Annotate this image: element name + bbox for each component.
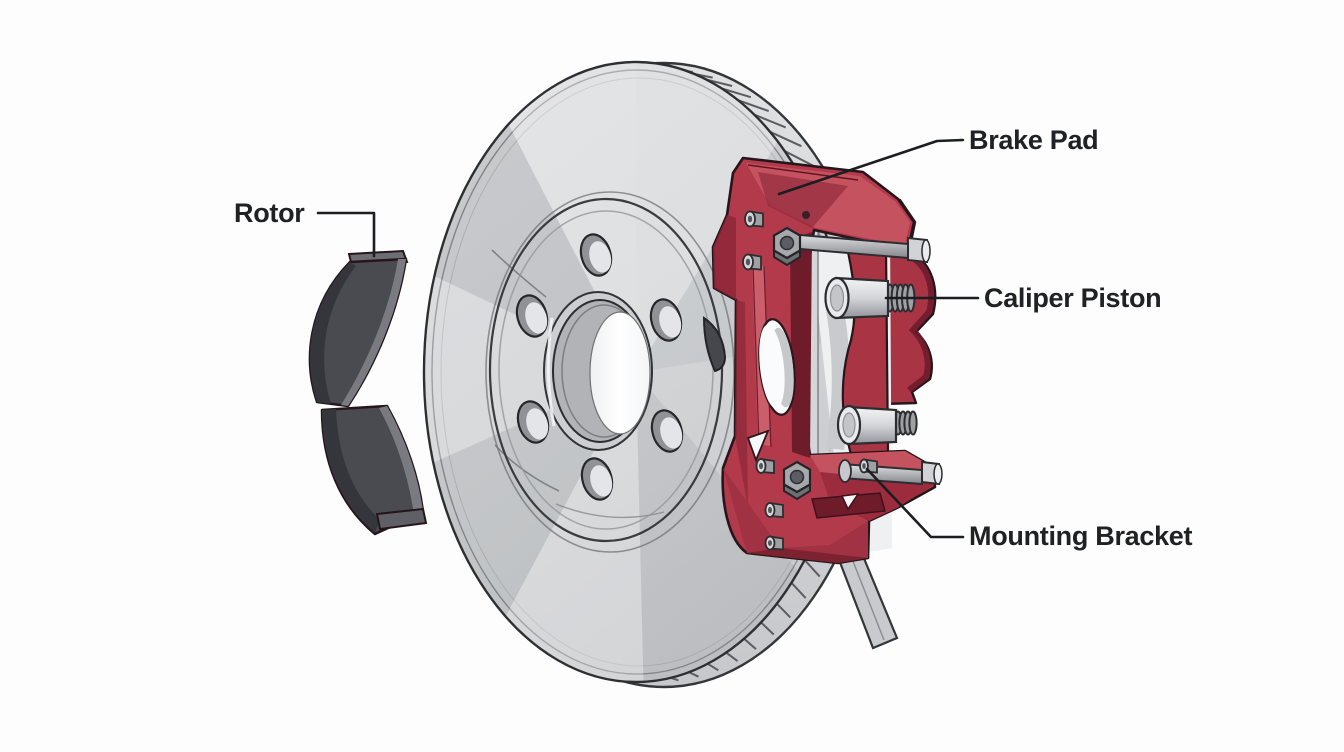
lug-hole [580, 457, 614, 501]
caliper-inner-wall [790, 232, 812, 458]
face-wedge [636, 63, 778, 372]
caliper-bottom-tip-shadow [747, 548, 868, 563]
bracket-arm-line [848, 550, 885, 641]
lug-hole [515, 294, 549, 338]
hex-bolt-upper [772, 226, 802, 267]
socket-bolt [755, 457, 775, 474]
caliper-top-hole [802, 211, 810, 219]
socket-bolt [764, 501, 784, 518]
caliper-left-bevel [735, 300, 748, 508]
lug-hole [649, 298, 683, 342]
lug-hole [516, 400, 550, 444]
lug-hole [650, 409, 684, 453]
spring-coil [908, 410, 918, 436]
label-rotor: Rotor [234, 198, 305, 228]
caliper-window [758, 318, 796, 416]
rotor-machining-arc [494, 444, 560, 492]
pad-backing-edge [341, 259, 406, 406]
pad-backing-edge [379, 406, 423, 515]
label-caliper-piston: Caliper Piston [984, 283, 1162, 313]
pad-bottom-tab [375, 507, 428, 531]
caliper-slot-notch [840, 493, 860, 511]
center-bore [543, 291, 653, 451]
socket-bolt [742, 253, 762, 271]
inboard-pad-edge [702, 316, 727, 373]
caliper-piston-lower [836, 404, 918, 446]
brake-pad-lower [320, 404, 428, 536]
bore-highlight [546, 317, 556, 427]
hub-hat-groove [498, 210, 714, 530]
socket-bolt [764, 535, 784, 551]
caliper-notch [746, 429, 770, 463]
label-brake-pad: Brake Pad [969, 125, 1099, 155]
leader-line-rotor [316, 211, 376, 258]
socket-bolt [744, 210, 764, 228]
plate-edge-shadow [904, 251, 935, 393]
brake-pad-set [308, 249, 428, 536]
leader-line-mounting-bracket [865, 467, 965, 539]
caliper-bottom-face [723, 468, 868, 563]
hub-hat-ring [488, 197, 724, 543]
lug-holes [515, 233, 684, 501]
hub-hat-outer-ring [485, 191, 735, 553]
leader-line-brake-pad [777, 138, 965, 196]
face-wedge [425, 276, 636, 463]
piston-spring [893, 410, 918, 436]
socket-bolts [742, 210, 878, 551]
rotor-machining-arc [491, 249, 547, 298]
brake-pad-upper [308, 249, 409, 408]
pad-side-face [322, 409, 380, 533]
rotor-machining-arc [555, 503, 665, 519]
caliper-left-lobe [713, 215, 736, 300]
hex-bolt-lower [782, 460, 812, 501]
pad-side-face [309, 262, 356, 404]
caliper-apex-shadow [758, 172, 848, 228]
socket-bolt [859, 458, 878, 474]
caliper-ridge-line [747, 164, 859, 181]
label-mounting-bracket: Mounting Bracket [969, 521, 1193, 551]
lug-hole [579, 233, 613, 277]
